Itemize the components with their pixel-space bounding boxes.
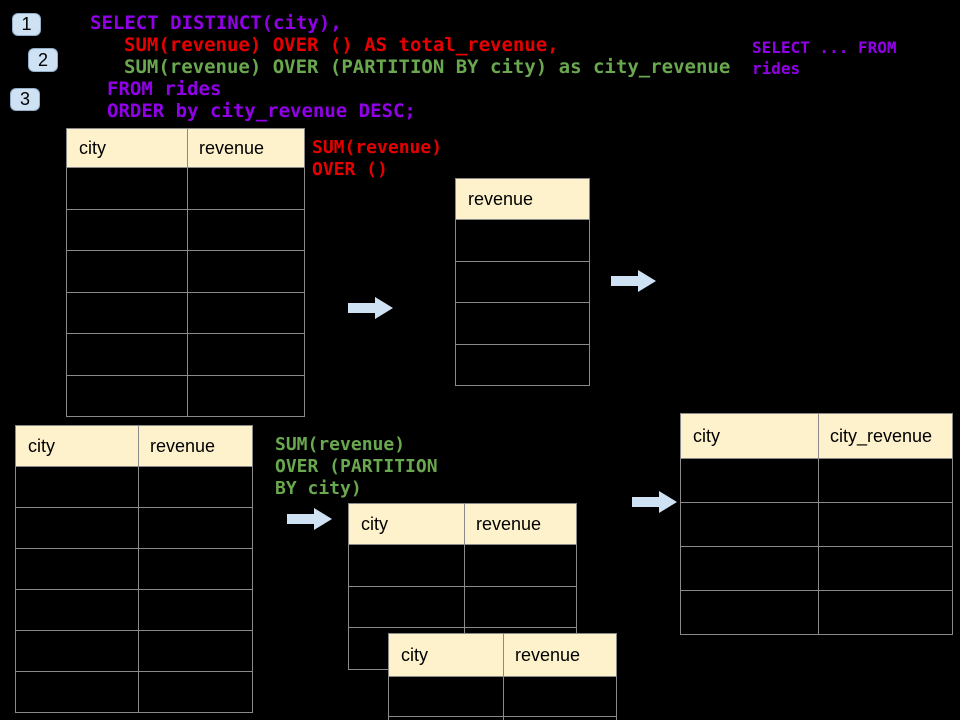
table-row	[681, 458, 952, 502]
table-row	[67, 250, 304, 292]
column-header-city: city	[79, 137, 106, 158]
column-header-revenue: revenue	[515, 644, 581, 665]
table-row	[16, 466, 252, 507]
sql-line-sum-partition: SUM(revenue) OVER (PARTITION BY city) as…	[124, 56, 731, 78]
sql-line-select: SELECT DISTINCT(city),	[90, 12, 342, 34]
table-row	[681, 590, 952, 634]
table-row	[16, 589, 252, 630]
table-total-revenue: revenue	[455, 178, 590, 386]
column-divider	[503, 634, 504, 720]
table-row	[67, 291, 304, 334]
table-row	[16, 507, 252, 548]
column-header-city_revenue: city_revenue	[830, 425, 933, 446]
table-row	[681, 546, 952, 590]
flow-arrow-1-icon	[348, 297, 393, 319]
annotation-total-line2: OVER ()	[312, 159, 388, 180]
sql-line-sum-total: SUM(revenue) OVER () AS total_revenue,	[124, 34, 559, 56]
sql-line-from: FROM rides	[107, 78, 222, 100]
table-result: city city_revenue	[680, 413, 953, 635]
column-header-city: city	[401, 644, 428, 665]
table-row	[389, 716, 616, 720]
table-row	[16, 548, 252, 589]
table-row	[67, 167, 304, 209]
table-header-row: city revenue	[67, 129, 304, 167]
column-header-city: city	[693, 425, 720, 446]
table-row	[349, 544, 576, 586]
table-row	[349, 627, 576, 669]
column-header-revenue: revenue	[150, 435, 216, 456]
annotation-partition-line1: SUM(revenue)	[275, 434, 406, 455]
flow-arrow-2-icon	[611, 270, 656, 292]
column-header-revenue: revenue	[468, 188, 534, 209]
annotation-partition-line3: BY city)	[275, 478, 362, 499]
table-row	[681, 502, 952, 546]
column-divider	[818, 414, 819, 634]
step-badge-2: 2	[28, 48, 58, 72]
table-header-row: city revenue	[16, 426, 252, 466]
column-header-revenue: revenue	[476, 513, 542, 534]
table-row	[67, 208, 304, 251]
column-header-city: city	[361, 513, 388, 534]
table-row	[67, 333, 304, 375]
side-note-line1: SELECT ... FROM	[752, 38, 897, 57]
column-divider	[464, 504, 465, 669]
step-badge-3: 3	[10, 88, 40, 111]
table-row	[16, 671, 252, 712]
table-header-row: city city_revenue	[681, 414, 952, 458]
table-header-row: city revenue	[349, 504, 576, 544]
table-source-top: city revenue	[66, 128, 305, 417]
column-divider	[138, 426, 139, 712]
flow-arrow-4-icon	[632, 491, 677, 513]
table-source-bottom: city revenue	[15, 425, 253, 713]
table-row	[67, 374, 304, 417]
side-note-line2: rides	[752, 59, 801, 78]
table-row	[456, 260, 589, 303]
table-row	[349, 585, 576, 628]
table-header-row: city revenue	[389, 634, 616, 676]
table-row	[16, 630, 252, 671]
annotation-total-line1: SUM(revenue)	[312, 137, 443, 158]
table-row	[456, 343, 589, 386]
table-row	[456, 219, 589, 261]
table-header-row: revenue	[456, 179, 589, 219]
table-row	[456, 302, 589, 344]
table-row	[389, 676, 616, 716]
annotation-partition-line2: OVER (PARTITION	[275, 456, 438, 477]
flow-arrow-3-icon	[287, 508, 332, 530]
column-header-revenue: revenue	[199, 137, 265, 158]
table-partition-b: city revenue	[388, 633, 617, 720]
column-divider	[187, 129, 188, 416]
step-badge-1: 1	[12, 13, 41, 36]
sql-line-order: ORDER by city_revenue DESC;	[107, 100, 416, 122]
column-header-city: city	[28, 435, 55, 456]
